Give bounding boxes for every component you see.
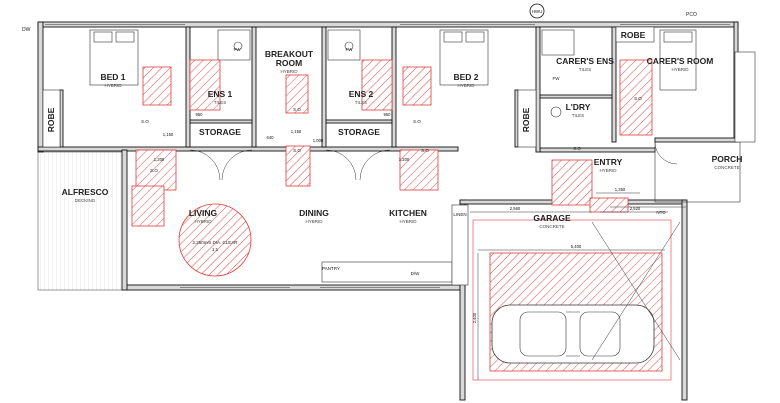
dining-name: DINING xyxy=(299,208,329,218)
bed1-finish: HYBRID xyxy=(104,83,122,88)
interior-walls xyxy=(59,26,617,286)
dim-1200-b: 1,200 xyxy=(399,157,410,162)
so-label-4: S.O xyxy=(634,96,642,101)
robe-top-name: ROBE xyxy=(621,30,646,40)
dim-1150-b: 1,150 xyxy=(291,129,302,134)
alfresco-deck xyxy=(37,151,123,291)
dimension-lines xyxy=(470,192,668,380)
entry-name: ENTRY xyxy=(594,157,623,167)
dim-garage-width: 2,560 xyxy=(510,206,521,211)
ldry-finish: TILES xyxy=(572,113,585,118)
ens2-finish: TILES xyxy=(355,100,368,105)
dim-entry: 1,350 xyxy=(615,187,626,192)
dw-label: DW xyxy=(22,27,31,33)
carers-room-finish: HYBRID xyxy=(671,67,689,72)
bed-carer xyxy=(659,29,697,91)
dim-1200-a: 1,200 xyxy=(154,157,165,162)
hwu-label: HWU xyxy=(532,9,543,14)
porch-slab xyxy=(654,141,741,203)
dim-950-a: 950 xyxy=(196,112,204,117)
car xyxy=(491,304,655,364)
so-label-1: S.O xyxy=(141,119,149,124)
carers-room-name: CARER'S ROOM xyxy=(647,56,714,66)
breakout-name-1: BREAKOUT xyxy=(265,49,314,59)
alfresco-name: ALFRESCO xyxy=(62,187,109,197)
hwu-symbol xyxy=(529,3,545,19)
dw-small-label: D/W xyxy=(411,271,421,276)
bed2-name: BED 2 xyxy=(453,72,478,82)
so-label-3: S.O xyxy=(413,119,421,124)
kitchen-name: KITCHEN xyxy=(389,208,427,218)
so-label-7: S.O xyxy=(421,148,429,153)
clear-circle-label-1: 2,250mm DIA. CLEAR xyxy=(192,240,238,245)
breakout-finish: HYBRID xyxy=(280,69,298,74)
fw-label-2: FW xyxy=(346,47,354,52)
alfresco-finish: DECKING xyxy=(75,198,96,203)
fw-label-3: FW xyxy=(553,76,561,81)
ens2-name: ENS 2 xyxy=(349,89,374,99)
so-label-6: S.O xyxy=(293,148,301,153)
carers-ens-finish: TILES xyxy=(579,67,592,72)
ntd-label: NTD xyxy=(656,210,666,215)
breakout-name-2: ROOM xyxy=(276,58,302,68)
dim-garage-inner: 5,400 xyxy=(571,244,582,249)
ldry-name: L'DRY xyxy=(566,102,591,112)
porch-finish: CONCRETE xyxy=(714,165,739,170)
dim-640: 640 xyxy=(267,135,275,140)
windows xyxy=(45,24,730,288)
linen-label: LINEN xyxy=(453,212,466,217)
storage2-name: STORAGE xyxy=(338,127,380,137)
bed-1 xyxy=(89,29,139,86)
dim-1000: 1,000 xyxy=(313,138,324,143)
ens1-name: ENS 1 xyxy=(208,89,233,99)
bed2-finish: HYBRID xyxy=(457,83,475,88)
robe1-name: ROBE xyxy=(46,107,56,132)
living-finish: HYBRID xyxy=(194,219,212,224)
garage-finish: CONCRETE xyxy=(539,224,564,229)
fw-label-1: FW xyxy=(234,47,242,52)
so-label-8: S.O xyxy=(573,146,581,151)
bed-2 xyxy=(439,29,489,86)
clear-circle-label-2: 1:1 xyxy=(212,247,219,252)
dining-finish: HYBRID xyxy=(305,219,323,224)
pco-label: PCO xyxy=(686,12,697,18)
dim-1150-a: 1,150 xyxy=(163,132,174,137)
living-name: LIVING xyxy=(189,208,218,218)
ens1-finish: TILES xyxy=(214,100,227,105)
dim-garage-right: 2,520 xyxy=(630,206,641,211)
dim-950-b: 950 xyxy=(384,112,392,117)
dim-garage-depth: 2,400 xyxy=(472,312,477,323)
bed1-name: BED 1 xyxy=(100,72,125,82)
pantry-label: PANTRY xyxy=(322,266,340,271)
door-swings xyxy=(189,141,686,361)
carers-ens-name: CARER'S ENS xyxy=(556,56,614,66)
clear-circle xyxy=(178,203,252,277)
garage-name: GARAGE xyxy=(533,213,571,223)
storage1-name: STORAGE xyxy=(199,127,241,137)
kitchen-finish: HYBRID xyxy=(399,219,417,224)
robe2-name: ROBE xyxy=(521,107,531,132)
entry-finish: HYBRID xyxy=(599,168,617,173)
porch-name: PORCH xyxy=(712,154,743,164)
so-label-5: S.O xyxy=(150,168,158,173)
so-label-2: S.O xyxy=(293,107,301,112)
